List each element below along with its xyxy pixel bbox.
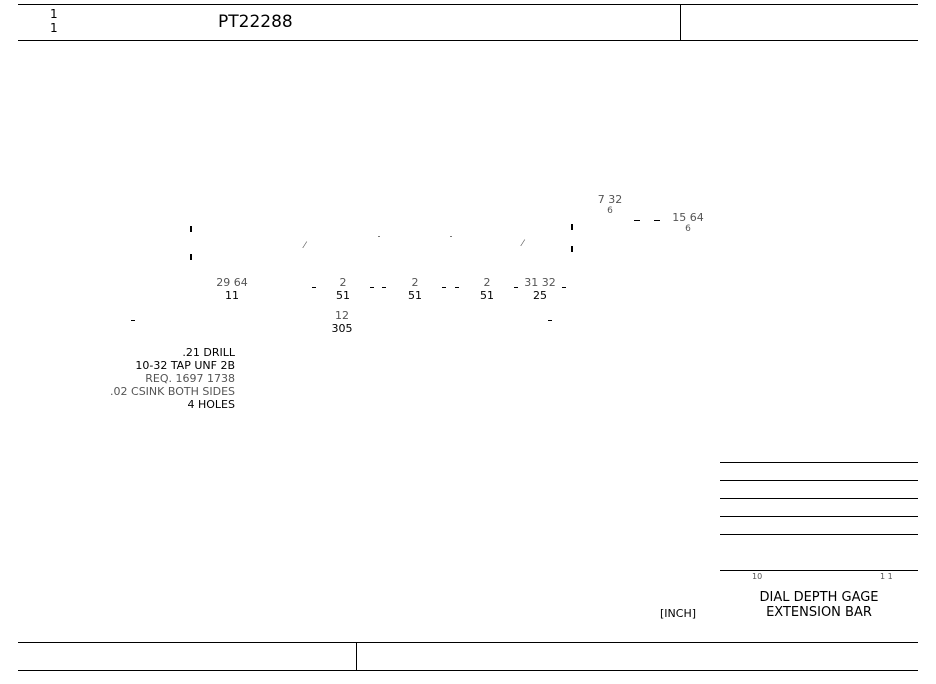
footer-bottom-line: [18, 670, 918, 671]
title-block-small-right: 1 1: [880, 572, 893, 581]
sheet-number-top: 1: [50, 7, 58, 21]
top-border-line: [18, 4, 918, 5]
header-divider: [680, 4, 681, 41]
title-block-row-line: [720, 462, 918, 463]
extension-mark-right: [548, 320, 552, 321]
hole-callout-note: .21 DRILL 10-32 TAP UNF 2B REQ. 1697 173…: [60, 346, 235, 411]
footer-top-line: [18, 642, 918, 643]
footer-divider: [356, 642, 357, 671]
header-bottom-line: [18, 40, 918, 41]
center-dot-1: [378, 236, 380, 237]
chamfer-mark-right: ⁄: [522, 239, 524, 249]
hole-note-line: 10-32 TAP UNF 2B: [135, 359, 235, 372]
leader-tick-8: [634, 220, 640, 221]
sheet-number-bottom: 1: [50, 21, 58, 35]
leader-tick-5: [455, 287, 459, 288]
dimension-2-c: 2 51: [480, 276, 494, 302]
part-number: PT22288: [218, 12, 293, 32]
center-dot-2: [450, 236, 452, 237]
dimension-2-a: 2 51: [336, 276, 350, 302]
hole-note-line: .02 CSINK BOTH SIDES: [110, 385, 235, 398]
dimension-2-b: 2 51: [408, 276, 422, 302]
chamfer-mark-left: ⁄: [304, 241, 306, 251]
leader-tick-4: [442, 287, 446, 288]
title-block-row-line: [720, 516, 918, 517]
leader-tick-1: [312, 287, 316, 288]
title-block-small-left: 10: [752, 572, 763, 581]
title-block-row-line: [720, 570, 918, 571]
hole-note-line: REQ. 1697 1738: [145, 372, 235, 385]
extension-mark-left: [131, 320, 135, 321]
edge-mark-right-top: [571, 224, 573, 230]
hole-note-line: .21 DRILL: [182, 346, 235, 359]
leader-tick-2: [370, 287, 374, 288]
dimension-29-64: 29 64 11: [216, 276, 248, 302]
dimension-7-32: 7 32 6: [597, 193, 623, 216]
leader-tick-7: [562, 287, 566, 288]
edge-mark-right-bottom: [571, 246, 573, 252]
title-block-row-line: [720, 480, 918, 481]
dimension-31-32: 31 32 25: [524, 276, 556, 302]
units-tag: [INCH]: [660, 607, 697, 620]
leader-tick-9: [654, 220, 660, 221]
dimension-12: 12 305: [331, 309, 353, 335]
leader-tick-3: [382, 287, 386, 288]
part-title-line-2: EXTENSION BAR: [766, 605, 872, 620]
title-block-row-line: [720, 534, 918, 535]
leader-tick-6: [514, 287, 518, 288]
part-title: DIAL DEPTH GAGE EXTENSION BAR: [720, 590, 918, 620]
dimension-15-64: 15 64 6: [672, 211, 704, 234]
edge-mark-left-top: [190, 226, 192, 232]
edge-mark-left-bottom: [190, 254, 192, 260]
hole-note-line: 4 HOLES: [187, 398, 236, 411]
part-title-line-1: DIAL DEPTH GAGE: [759, 590, 879, 605]
title-block-row-line: [720, 498, 918, 499]
